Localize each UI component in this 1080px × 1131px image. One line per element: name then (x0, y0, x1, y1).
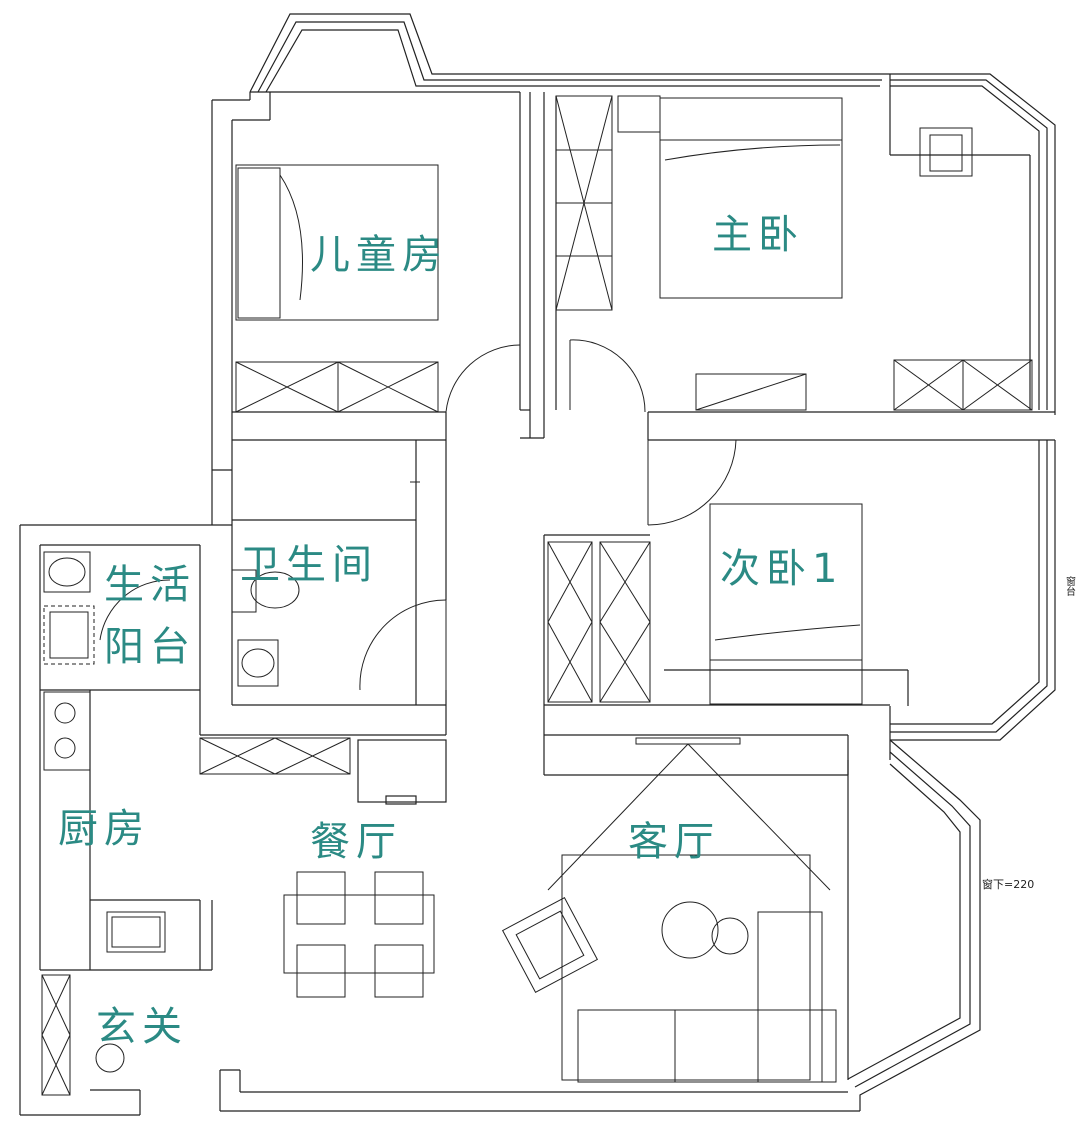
room-label-utility-balcony-line1: 生活 (104, 562, 196, 608)
room-label-bathroom: 卫生间 (240, 542, 378, 588)
room-label-kitchen: 厨房 (58, 806, 150, 852)
room-label-master-bedroom: 主卧 (712, 212, 804, 258)
room-label-entrance: 玄关 (96, 1004, 188, 1050)
window-sill-note: 窗下=220 (982, 877, 1034, 891)
furniture (41, 95, 1033, 1096)
right-edge-note: 窗台 (1064, 575, 1076, 597)
room-label-children-room: 儿童房 (310, 232, 448, 278)
room-label-living-room: 客厅 (628, 819, 720, 865)
room-label-second-bedroom: 次卧1 (720, 546, 843, 592)
room-label-utility-balcony-line2: 阳台 (104, 624, 196, 670)
room-labels: 儿童房 主卧 次卧1 卫生间 生活 阳台 厨房 餐厅 客厅 玄关 (58, 212, 843, 1050)
doors (99, 339, 737, 691)
room-label-dining-room: 餐厅 (310, 819, 402, 865)
